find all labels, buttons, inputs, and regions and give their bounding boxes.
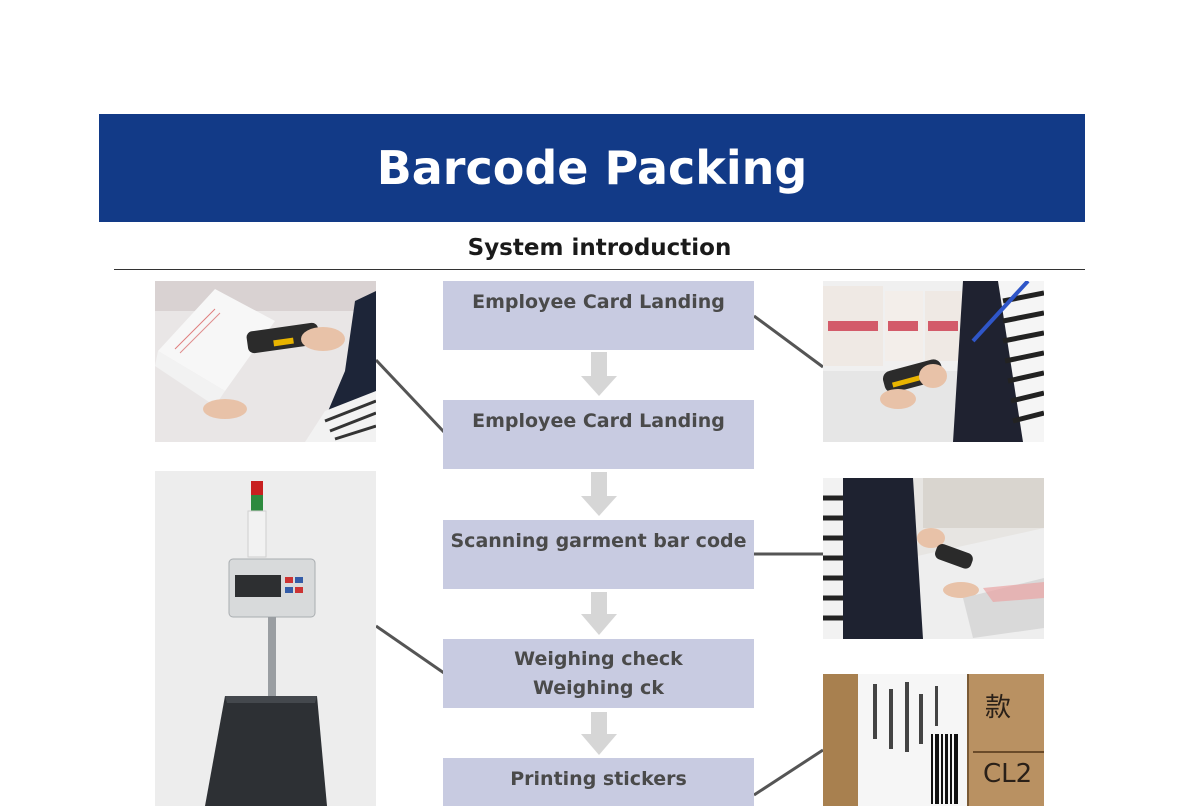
connector-step1-photo2 xyxy=(753,314,824,369)
title-banner: Barcode Packing xyxy=(99,114,1085,222)
flow-step-label: Employee Card Landing xyxy=(472,410,725,432)
flow-step-label: Employee Card Landing xyxy=(472,291,725,313)
connector-photo3-step4 xyxy=(375,624,445,675)
connector-photo1-step2 xyxy=(374,358,446,434)
carton-sticker-photo: 款 CL2 xyxy=(823,674,1044,806)
employee-badge-scan-photo xyxy=(823,281,1044,442)
connector-step5-photo5 xyxy=(753,748,824,797)
weighing-scale-photo xyxy=(155,471,376,806)
arrow-down-icon xyxy=(581,712,617,755)
arrow-down-icon xyxy=(581,472,617,516)
section-subtitle: System introduction xyxy=(467,235,732,261)
flow-step-2: Employee Card Landing xyxy=(443,400,754,469)
barcode-scanner-photo xyxy=(155,281,376,442)
flow-step-label: Scanning garment bar code xyxy=(450,530,747,552)
sticker-char: 款 xyxy=(985,693,1011,723)
flow-step-3: Scanning garment bar code xyxy=(443,520,754,589)
flow-step-4: Weighing check Weighing ck xyxy=(443,639,754,708)
divider xyxy=(114,269,1085,270)
page-title: Barcode Packing xyxy=(376,141,808,195)
flow-step-label: Printing stickers xyxy=(510,768,687,790)
arrow-down-icon xyxy=(581,352,617,396)
flow-step-label: Weighing check Weighing ck xyxy=(514,648,683,699)
garment-scan-photo xyxy=(823,478,1044,639)
arrow-down-icon xyxy=(581,592,617,635)
sticker-code: CL2 xyxy=(983,759,1032,789)
flow-step-5: Printing stickers xyxy=(443,758,754,806)
flow-step-1: Employee Card Landing xyxy=(443,281,754,350)
